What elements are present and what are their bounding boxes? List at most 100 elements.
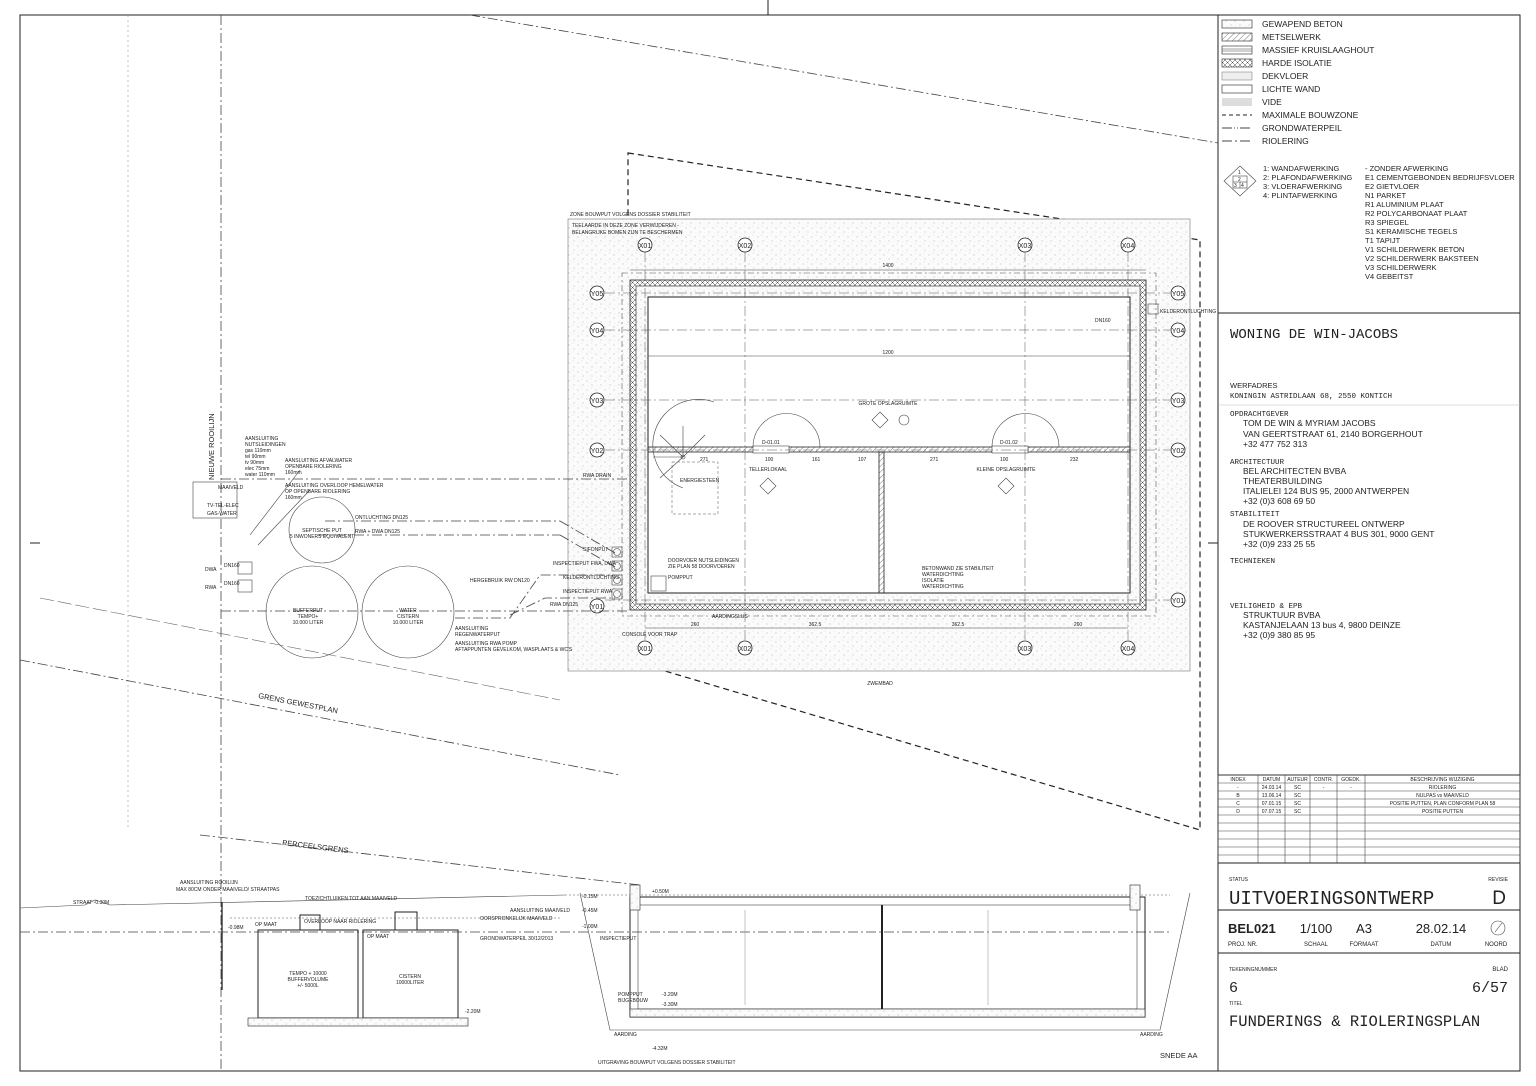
legend-item: VIDE [1262,97,1282,107]
revision-cell: D [1236,809,1240,815]
aardingslus-label: AARDINGSLUS [712,614,749,620]
sewerage-plan: SEPTISCHE PUT 5 INWONERS EQUIVALENT BUFF… [192,436,630,659]
svg-text:Y02: Y02 [1172,448,1185,455]
sifonput-label: SIFONPUT [583,547,608,553]
swatch-gewapend-beton [1221,19,1253,29]
grid-bubble-x02: X02 [737,640,753,656]
tempo-label: TEMPO+ [298,614,319,620]
foundation-plan: ZONE BOUWPUT VOLGENS DOSSIER STABILITEIT… [567,152,1216,831]
titel: FUNDERINGS & RIOLERINGSPLAN [1229,1013,1480,1031]
overloop-note: OVERLOOP NAAR RIOLERING [304,919,376,925]
section-cistern-label: 10000LITER [396,980,424,986]
svg-text:Y02: Y02 [591,448,604,455]
revision-cell: C [1236,801,1240,807]
section-tempo-label: TEMPO + 10000 [289,971,327,977]
overloop-note: OP OPENBARE RIOLERING [285,489,350,495]
ontluchting-label: ONTLUCHTING DN125 [355,515,408,521]
revision-cell: SC [1294,809,1301,815]
veiligheid-line: +32 (0)9 380 85 95 [1243,630,1315,640]
dim-bottom: 362.5 [809,622,822,628]
finish-position: 4: PLINTAFWERKING [1263,191,1338,200]
buffer-tank [265,565,359,659]
level-label: -3.30M [662,1002,678,1008]
doorvoer-note: ZIE PLAN 58 DOORVOEREN [668,564,735,570]
revision-cell: 13.06.14 [1262,793,1282,799]
svg-text:X03: X03 [1019,243,1032,250]
aansl-pomp-label: AANSLUITING RWA POMP [455,641,518,647]
formaat-label: FORMAAT [1350,942,1379,948]
room-kleine-opslagruimte: KLEINE OPSLAGRUIMTE [977,467,1037,473]
architectuur-line: THEATERBUILDING [1243,476,1322,486]
swatch-lichte-wand [1221,84,1253,94]
swatch-harde-isolatie [1221,58,1253,68]
betonwand-note: WATERDICHTING [922,572,964,578]
revision-header: INDEX [1230,777,1246,783]
revision-header: DATUM [1263,777,1280,783]
revision-cell: - [1350,785,1352,791]
veiligheid-line: KASTANJELAAN 13 bus 4, 9800 DEINZE [1243,620,1401,630]
finish-code: R3 SPIEGEL [1365,218,1409,227]
swatch-kruislaaghout [1221,45,1253,55]
tree-note: BELANGRIJKE BOMEN ZIJN TE BESCHERMEN [572,230,683,236]
oorspr-maaiveld-label: OORSPRONKELIJK MAAIVELD [480,916,553,922]
dn160-label: DN160 [1095,318,1111,324]
title-block: STATUS UITVOERINGSONTWERP REVISIE D BEL0… [1218,862,1520,1031]
revision-header: CONTR. [1314,777,1333,783]
legend-item: HARDE ISOLATIE [1262,58,1332,68]
dim-mid: 161 [812,457,821,463]
straat-level: STRAAT -0.30M [73,900,109,906]
tempo-label: BUFFERPUT [293,608,323,614]
grid-bubble-y02: Y02 [1170,442,1186,458]
opdrachtgever-label: OPDRACHTGEVER [1230,411,1289,419]
finish-position: 2: PLAFONDAFWERKING [1263,173,1352,182]
svg-text:1: 1 [1238,170,1241,176]
aansl-regen-label: AANSLUITING [455,626,488,632]
rwa-dwa-label: RWA + DWA DN125 [355,529,400,535]
nuts-note: NUTSLEIDINGEN [245,442,286,448]
svg-text:4: 4 [1241,183,1244,189]
veiligheid-line: STRUKTUUR BVBA [1243,610,1321,620]
section-title: SNEDE AA [1160,1051,1198,1060]
dim-bottom: 260 [1074,622,1083,628]
svg-text:X02: X02 [739,243,752,250]
inspectieput-dwa-label: INSPECTIEPUT FWA, DWA [553,561,617,567]
rwa-drain-label: RWA DRAIN [583,473,611,479]
aarding-label: AARDING [1140,1032,1163,1038]
cistern-label: WATER [399,608,417,614]
legend-item: DEKVLOER [1262,71,1308,81]
grid-bubble-y04: Y04 [1170,322,1186,338]
cistern-label: CISTERN [397,614,419,620]
finish-code: - ZONDER AFWERKING [1365,164,1449,173]
maaiveld-label: MAAIVELD [218,485,244,491]
dim-bottom: 362.5 [952,622,965,628]
legend-item: MAXIMALE BOUWZONE [1262,110,1359,120]
svg-text:X02: X02 [739,646,752,653]
revision-cell: 24.03.14 [1262,785,1282,791]
svg-text:X01: X01 [639,646,652,653]
section-pompput-label: POMPPUT [618,992,643,998]
dim-mid: 100 [1000,457,1009,463]
grid-bubble-y01: Y01 [1170,592,1186,608]
dim-mid: 232 [1070,457,1079,463]
level-label: -0.45M [582,908,598,914]
dn160-label: DN160 [224,581,240,587]
septic-label: 5 INWONERS EQUIVALENT [290,534,354,540]
afvalwater-note: 160mm [285,470,302,476]
gewestplan-label: GRENS GEWESTPLAN [258,691,339,715]
afvalwater-note: AANSLUITING AFVALWATER [285,458,352,464]
grid-bubble-y05: Y05 [589,285,605,301]
grid-bubble-y03: Y03 [1170,392,1186,408]
veiligheid-label: VEILIGHEID & EPB [1230,603,1303,611]
opdrachtgever-line: +32 477 752 313 [1243,439,1307,449]
nuts-note: water 110mm [245,472,275,478]
section-insp-label: INSPECTIEPUT [600,936,636,942]
gas-label: GAS-WATER [207,511,237,517]
svg-text:Y05: Y05 [1172,291,1185,298]
swatch-vide [1222,98,1252,106]
technieken-label: TECHNIEKEN [1230,558,1275,566]
section-aa: AANSLUITING ROOILIJN MAX 80CM ONDER MAAI… [19,880,1198,1066]
betonwand-note: ISOLATIE [922,578,945,584]
tekeningnummer: 6 [1229,980,1238,997]
